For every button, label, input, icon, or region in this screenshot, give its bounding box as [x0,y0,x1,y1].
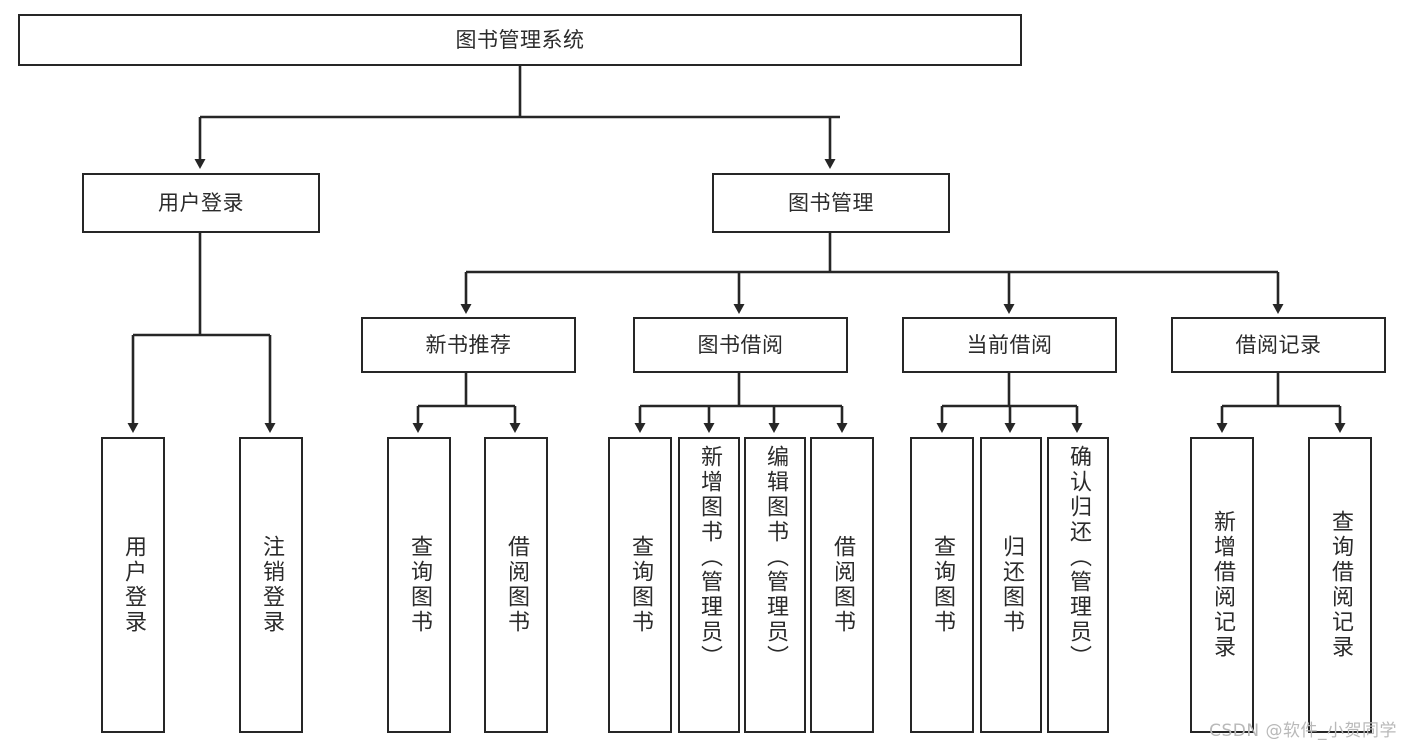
edge-book-mgmt-to-level3 [460,233,1284,314]
leaf-user-login-signin-label: 用户登录 [120,535,146,635]
leaf-user-login-signout-label: 注销登录 [258,535,284,635]
leaf-borrow-records-add[interactable]: 新增借阅记录 [1190,437,1254,733]
leaf-current-borrow-return-label: 归还图书 [998,535,1024,635]
node-book-management-label: 图书管理 [788,190,874,215]
leaf-borrow-books-query[interactable]: 查询图书 [608,437,672,733]
leaf-current-borrow-query[interactable]: 查询图书 [910,437,974,733]
edge-user-login-to-leaves [127,233,276,433]
leaf-borrow-books-add[interactable]: 新增图书（管理员） [678,437,740,733]
node-book-borrowing[interactable]: 图书借阅 [633,317,848,373]
edge-new-books-to-leaves [412,373,521,433]
node-book-borrowing-label: 图书借阅 [697,332,784,357]
edge-current-borrow-to-leaves [936,373,1083,433]
leaf-borrow-books-add-label: 新增图书（管理员） [696,445,722,670]
leaf-borrow-books-borrow[interactable]: 借阅图书 [810,437,874,733]
node-current-borrowing-label: 当前借阅 [966,332,1053,357]
leaf-borrow-books-edit[interactable]: 编辑图书（管理员） [744,437,806,733]
leaf-borrow-books-edit-label: 编辑图书（管理员） [762,445,788,670]
leaf-new-books-borrow[interactable]: 借阅图书 [484,437,548,733]
leaf-current-borrow-confirm-return[interactable]: 确认归还（管理员） [1047,437,1109,733]
leaf-borrow-records-query-label: 查询借阅记录 [1327,510,1353,660]
edge-root-to-level2 [194,66,840,169]
edge-borrow-books-to-leaves [634,373,848,433]
leaf-borrow-books-borrow-label: 借阅图书 [829,535,855,635]
node-root[interactable]: 图书管理系统 [18,14,1022,66]
node-book-management[interactable]: 图书管理 [712,173,950,233]
node-root-label: 图书管理系统 [455,27,585,52]
leaf-current-borrow-return[interactable]: 归还图书 [980,437,1042,733]
node-new-book-recommendation-label: 新书推荐 [425,332,512,357]
leaf-borrow-books-query-label: 查询图书 [627,535,653,635]
node-new-book-recommendation[interactable]: 新书推荐 [361,317,576,373]
node-user-login-label: 用户登录 [158,190,244,215]
leaf-borrow-records-add-label: 新增借阅记录 [1209,510,1235,660]
node-current-borrowing[interactable]: 当前借阅 [902,317,1117,373]
leaf-user-login-signin[interactable]: 用户登录 [101,437,165,733]
leaf-current-borrow-confirm-return-label: 确认归还（管理员） [1065,445,1091,670]
leaf-borrow-records-query[interactable]: 查询借阅记录 [1308,437,1372,733]
node-user-login[interactable]: 用户登录 [82,173,320,233]
leaf-new-books-query[interactable]: 查询图书 [387,437,451,733]
leaf-new-books-query-label: 查询图书 [406,535,432,635]
leaf-user-login-signout[interactable]: 注销登录 [239,437,303,733]
edge-borrow-records-to-leaves [1216,373,1346,433]
node-borrowing-records[interactable]: 借阅记录 [1171,317,1386,373]
node-borrowing-records-label: 借阅记录 [1235,332,1322,357]
leaf-new-books-borrow-label: 借阅图书 [503,535,529,635]
leaf-current-borrow-query-label: 查询图书 [929,535,955,635]
